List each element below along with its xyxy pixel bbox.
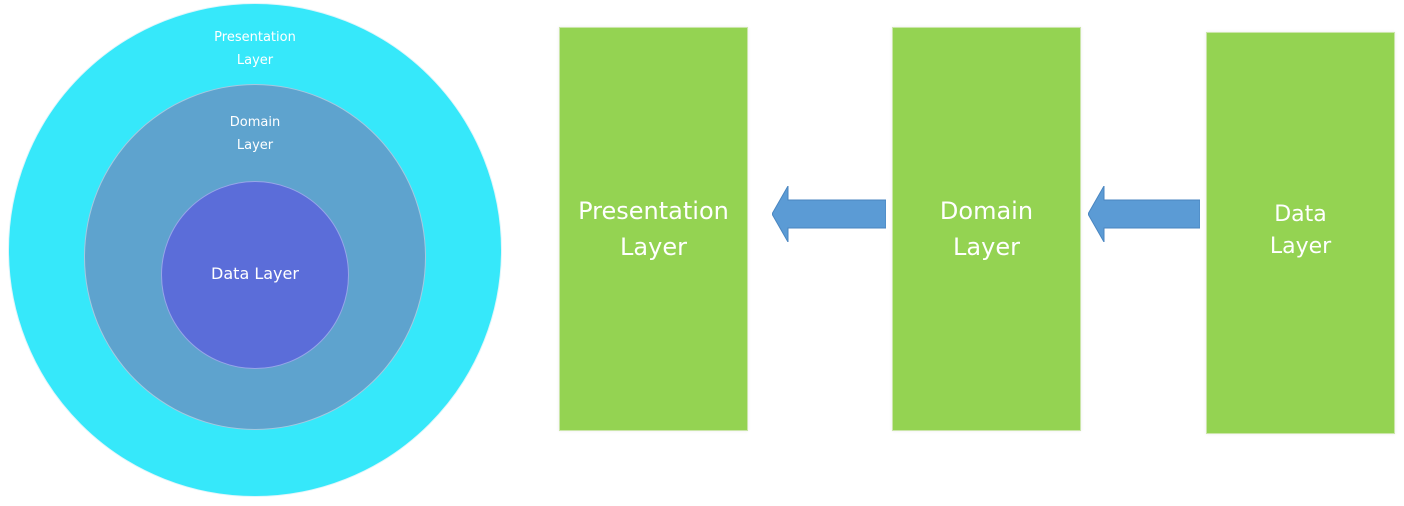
data-block-label: Data Layer <box>1206 199 1395 263</box>
presentation-layer-block <box>559 27 748 431</box>
domain-ring-label-line2: Layer <box>236 138 274 153</box>
data-layer-block <box>1206 32 1395 434</box>
data-ring-label: Data Layer <box>211 264 299 283</box>
presentation-ring-label-line2: Layer <box>236 53 274 68</box>
data-layer-ring <box>161 181 349 369</box>
domain-block-label: Domain Layer <box>892 193 1081 265</box>
arrow-left-icon <box>772 186 886 242</box>
data-block-label-line1: Data <box>1274 202 1327 227</box>
domain-ring-label-line1: Domain <box>229 115 281 130</box>
presentation-block-label-line2: Layer <box>620 233 687 261</box>
arrow-left-icon <box>1088 186 1200 242</box>
presentation-ring-label: Presentation Layer <box>195 26 315 72</box>
domain-layer-block <box>892 27 1081 431</box>
presentation-block-label: Presentation Layer <box>559 193 748 265</box>
domain-block-label-line2: Layer <box>953 233 1020 261</box>
domain-ring-label: Domain Layer <box>195 111 315 157</box>
presentation-ring-label-line1: Presentation <box>214 30 296 45</box>
data-block-label-line2: Layer <box>1269 234 1332 259</box>
presentation-block-label-line1: Presentation <box>578 197 729 225</box>
domain-block-label-line1: Domain <box>939 197 1034 225</box>
